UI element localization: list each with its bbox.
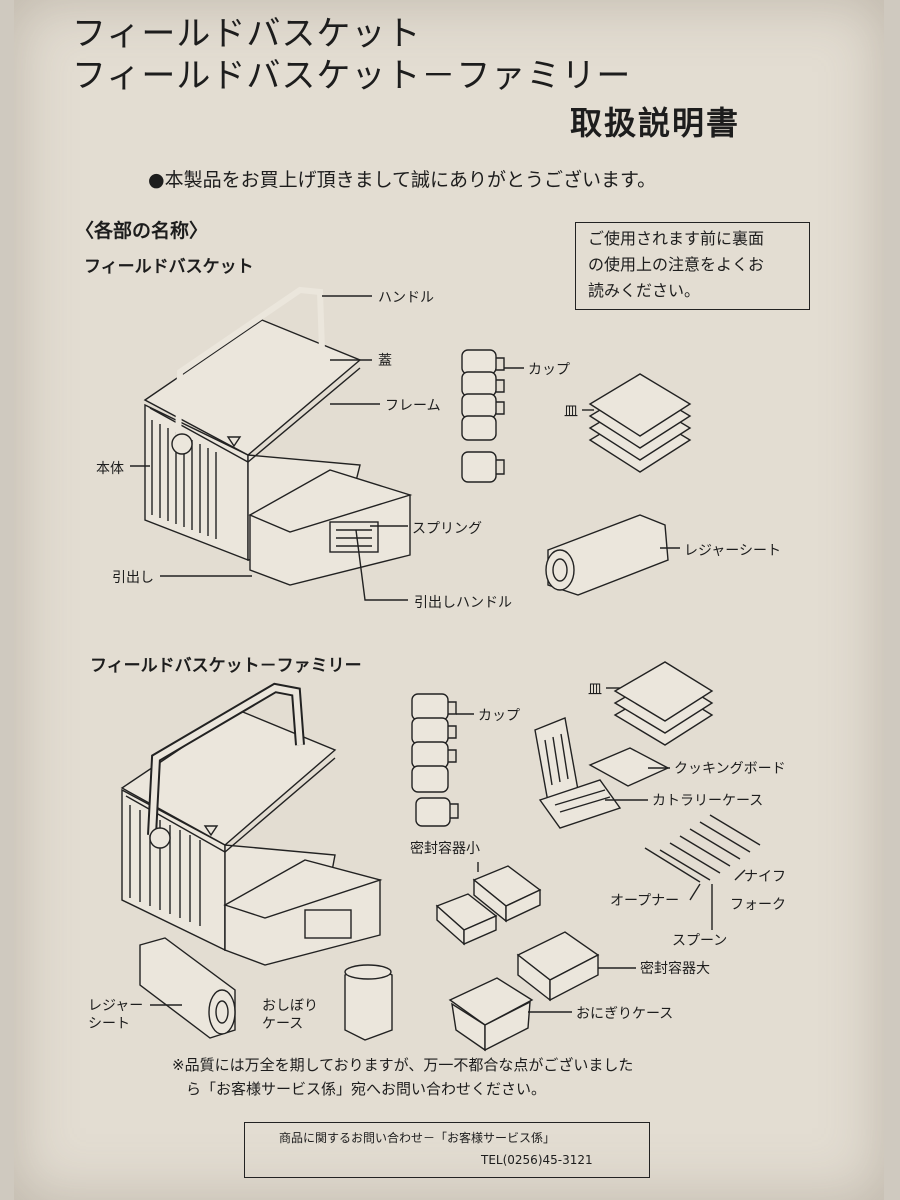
family-label-towel-case-2: ケース	[262, 1016, 304, 1032]
family-label-knife: ナイフ	[744, 869, 786, 885]
large-container-illustration	[516, 931, 636, 1002]
label-plate: 皿	[564, 404, 578, 420]
family-plates-illustration	[606, 661, 714, 746]
basket-title: フィールドバスケット	[84, 257, 254, 277]
family-label-leisure-sheet-2: シート	[88, 1016, 130, 1032]
label-spring: スプリング	[412, 521, 482, 537]
family-label-plate: 皿	[588, 682, 602, 698]
leisure-sheet-illustration	[545, 514, 680, 596]
label-frame: フレーム	[385, 398, 441, 414]
label-body: 本体	[96, 461, 124, 477]
cups-illustration	[461, 349, 524, 483]
label-cup: カップ	[528, 362, 570, 378]
label-drawer-handle: 引出しハンドル	[414, 595, 512, 611]
family-label-cutlery-case: カトラリーケース	[652, 793, 764, 809]
family-label-container-small: 密封容器小	[410, 841, 480, 857]
family-label-container-large: 密封容器大	[640, 961, 710, 977]
family-label-onigiri-case: おにぎりケース	[576, 1006, 674, 1022]
family-basket-illustration	[120, 682, 383, 966]
thanks-message: ●本製品をお買上げ頂きまして誠にありがとうございます。	[148, 169, 657, 191]
family-label-spoon: スプーン	[672, 933, 728, 949]
field-basket-illustration	[130, 286, 413, 601]
cutlery-illustration	[644, 814, 761, 930]
label-leisure-sheet: レジャーシート	[684, 543, 782, 559]
title-line-2: フィールドバスケット－ファミリー	[72, 56, 632, 96]
notice-line-2: の使用上の注意をよくお	[588, 255, 765, 274]
title-manual: 取扱説明書	[570, 104, 741, 142]
family-cups-illustration	[411, 693, 474, 827]
section-heading-parts: 〈各部の名称〉	[75, 220, 209, 242]
contact-line-1: 商品に関するお問い合わせ－「お客様サービス係」	[279, 1131, 556, 1145]
footnote-line-2: ら「お客様サービス係」宛へお問い合わせください。	[186, 1080, 547, 1098]
notice-box: ご使用されます前に裏面 の使用上の注意をよくお 読みください。	[575, 222, 810, 310]
label-drawer: 引出し	[112, 570, 154, 586]
family-label-towel-case-1: おしぼり	[262, 998, 318, 1014]
title-line-1: フィールドバスケット	[72, 14, 422, 54]
family-label-fork: フォーク	[730, 897, 786, 913]
cutlery-case-illustration	[534, 717, 670, 829]
notice-line-1: ご使用されます前に裏面	[588, 229, 765, 248]
footnote-line-1: ※品質には万全を期しておりますが、万一不都合な点がございました	[172, 1056, 634, 1074]
family-label-leisure-sheet-1: レジャー	[88, 998, 144, 1014]
family-title: フィールドバスケット－ファミリー	[90, 656, 362, 676]
label-handle: ハンドル	[378, 290, 434, 306]
plates-illustration	[582, 373, 692, 473]
small-containers-illustration	[435, 862, 542, 946]
family-label-cup: カップ	[478, 708, 520, 724]
towel-case-illustration	[344, 964, 393, 1041]
family-label-opener: オープナー	[610, 893, 680, 909]
contact-box: 商品に関するお問い合わせ－「お客様サービス係」 TEL(0256)45-3121	[244, 1122, 650, 1178]
onigiri-case-illustration	[448, 977, 572, 1052]
notice-line-3: 読みください。	[588, 281, 701, 300]
family-leisure-sheet-illustration	[139, 937, 236, 1039]
label-lid: 蓋	[378, 353, 392, 369]
family-label-cooking-board: クッキングボード	[674, 761, 786, 777]
contact-tel: TEL(0256)45-3121	[481, 1153, 593, 1167]
